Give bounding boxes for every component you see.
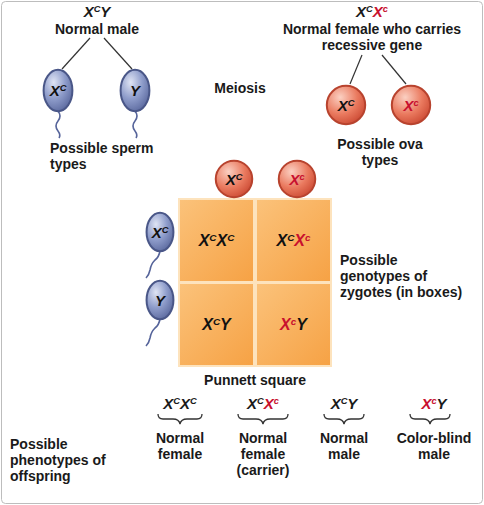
ovum-cell: Xc bbox=[391, 85, 431, 125]
sperm-cell: Y bbox=[146, 280, 174, 320]
punnett-cell: XcY bbox=[257, 284, 330, 365]
genotype-text: XCXc bbox=[276, 232, 310, 250]
genotype-text: XCY bbox=[202, 316, 231, 334]
caption-label: Normal female bbox=[139, 430, 221, 462]
ovum-cell: XC bbox=[215, 160, 253, 198]
genotype-text: Xc bbox=[403, 97, 418, 114]
genotype-text: Y bbox=[155, 292, 165, 309]
caption-label: Possible phenotypes of offspring bbox=[10, 436, 122, 484]
punnett-cell: XCXc bbox=[257, 200, 330, 281]
genotype-label: XCY bbox=[309, 396, 379, 412]
genotype-label: XcY bbox=[399, 396, 469, 412]
genotype-text: XC bbox=[226, 171, 243, 188]
caption-label: Normal male bbox=[303, 430, 385, 462]
caption-label: Possible sperm types bbox=[50, 140, 168, 172]
caption-label: Possible ova types bbox=[325, 136, 435, 168]
sperm-cell: Y bbox=[120, 69, 150, 112]
genotype-text: Xc bbox=[289, 171, 304, 188]
caption-label: Meiosis bbox=[195, 80, 285, 96]
genotype-text: XCXC bbox=[199, 232, 235, 250]
caption-label: Color-blind male bbox=[392, 430, 476, 462]
genotype-text: XC bbox=[50, 82, 67, 99]
caption-label: Possible genotypes of zygotes (in boxes) bbox=[340, 252, 470, 300]
genotype-text: XC bbox=[338, 97, 355, 114]
genotype-text: XC bbox=[152, 224, 169, 241]
ovum-cell: XC bbox=[326, 85, 366, 125]
sperm-cell: XC bbox=[146, 212, 174, 252]
caption-label: Punnett square bbox=[185, 372, 325, 388]
genotype-label: XCY bbox=[57, 4, 137, 20]
caption-label: Normal male bbox=[37, 21, 157, 37]
genotype-text: Y bbox=[130, 82, 140, 99]
punnett-cell: XCY bbox=[180, 284, 253, 365]
sperm-cell: XC bbox=[43, 69, 73, 112]
caption-label: Normal female who carries recessive gene bbox=[274, 21, 470, 53]
genotype-label: XCXc bbox=[228, 396, 298, 412]
genotype-text: XcY bbox=[280, 316, 307, 334]
ovum-cell: Xc bbox=[278, 160, 316, 198]
genotype-label: XCXc bbox=[332, 4, 412, 20]
genotype-label: XCXC bbox=[145, 396, 215, 412]
caption-label: Normal female (carrier) bbox=[222, 430, 304, 478]
punnett-cell: XCXC bbox=[180, 200, 253, 281]
